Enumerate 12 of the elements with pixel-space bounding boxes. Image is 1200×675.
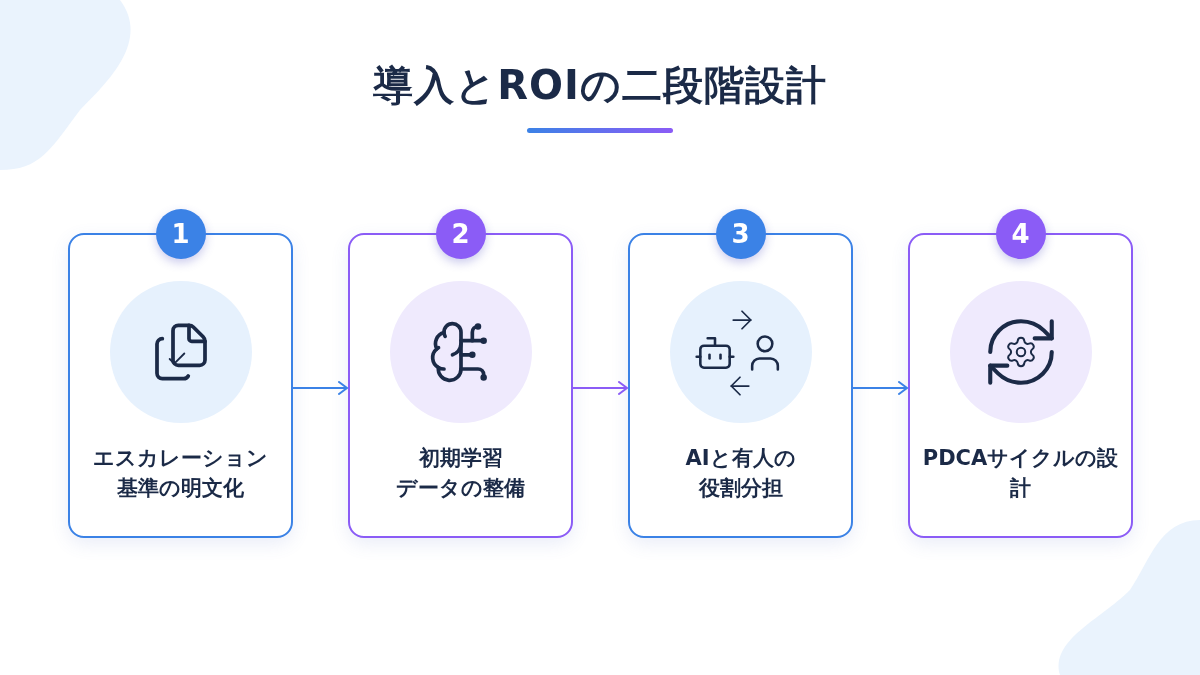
step-number-badge: 1 — [155, 209, 206, 259]
step-number-badge: 2 — [435, 209, 486, 259]
arrow — [852, 381, 908, 395]
step-label: 初期学習データの整備 — [395, 445, 526, 503]
step-label: PDCAサイクルの設計 — [921, 445, 1120, 503]
arrow — [292, 381, 348, 395]
step-number-badge: 4 — [995, 209, 1046, 259]
step-number-badge: 3 — [715, 209, 766, 259]
step-label: AIと有人の役割分担 — [684, 445, 797, 503]
diagram-title: 導入とROIの二段階設計 — [373, 61, 827, 110]
arrow — [572, 381, 628, 395]
step-label: エスカレーション基準の明文化 — [92, 445, 269, 503]
